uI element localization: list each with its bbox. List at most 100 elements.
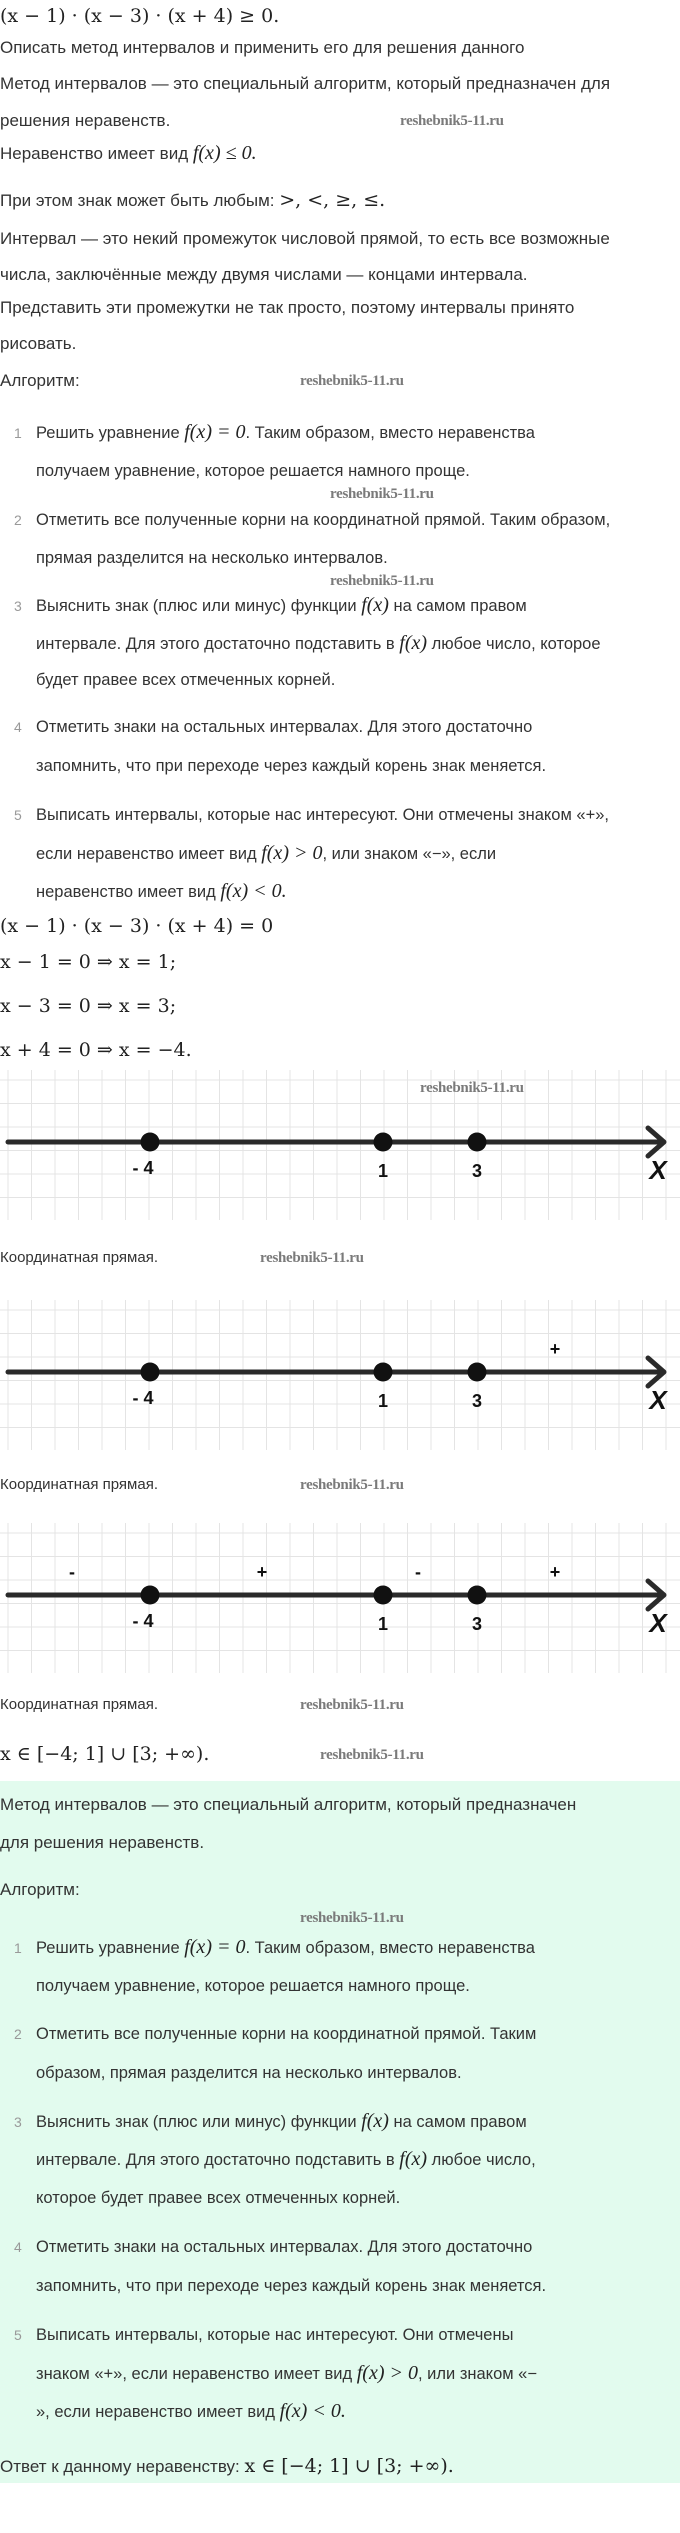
arrow-head-icon — [645, 1578, 667, 1612]
step-3-cont2: будет правее всех отмеченных корней. — [36, 671, 336, 689]
axis-label: X — [647, 1155, 668, 1185]
answer-formula: x ∈ [−4; 1] ∪ [3; +∞). — [0, 1743, 210, 1765]
step-math: f(x) < 0. — [279, 2400, 346, 2422]
root-point — [140, 1362, 160, 1382]
root-2: x − 3 = 0 ⇒ x = 3; — [0, 995, 177, 1017]
watermark: reshebnik5-11.ru — [260, 1250, 364, 1266]
definition-line-2: решения неравенств. — [0, 111, 171, 130]
step-1: 1 Решить уравнение f(x) = 0. Таким образо… — [14, 422, 535, 443]
step-5-cont2: неравенство имеет вид f(x) < 0. — [36, 881, 287, 902]
form-line: Неравенство имеет вид f(x) ≤ 0. — [0, 143, 257, 164]
step-text: Выяснить знак (плюс или минус) функции — [36, 597, 362, 615]
root-label: - 4 — [132, 1611, 153, 1631]
step-number: 4 — [14, 719, 22, 735]
step-number: 2 — [14, 2026, 22, 2042]
answer-label: Ответ к данному неравенству: — [0, 2457, 245, 2476]
step-math: f(x) < 0. — [220, 880, 287, 902]
step-text: . Таким образом, вместо неравенства — [245, 424, 535, 442]
step-math: f(x) = 0 — [184, 421, 246, 443]
root-1: x − 1 = 0 ⇒ x = 1; — [0, 951, 177, 973]
step-text: Решить уравнение — [36, 424, 185, 442]
definition-line-1: Метод интервалов — это специальный алгор… — [0, 74, 611, 93]
interval-sign: - — [415, 1562, 421, 1582]
caption-2: Координатная прямая. — [0, 1476, 158, 1493]
step-text: . Таким образом, вместо неравенства — [245, 1939, 535, 1957]
summary-def-1: Метод интервалов — это специальный алгор… — [0, 1795, 577, 1814]
step-text: », если неравенство имеет вид — [36, 2403, 280, 2421]
grid — [0, 1300, 680, 1450]
step-text: любое число, которое — [427, 635, 601, 653]
root-label: 1 — [378, 1391, 388, 1411]
sign-text: При этом знак может быть любым: — [0, 191, 280, 210]
step-text: на самом правом — [388, 2113, 527, 2131]
equation: (x − 1) · (x − 3) · (x + 4) = 0 — [0, 915, 274, 937]
answer-math: x ∈ [−4; 1] ∪ [3; +∞). — [244, 2455, 454, 2477]
watermark: reshebnik5-11.ru — [420, 1080, 524, 1096]
step-number: 1 — [14, 425, 22, 441]
form-text: Неравенство имеет вид — [0, 144, 193, 163]
step-number: 3 — [14, 2114, 22, 2130]
summary-step-1-cont: получаем уравнение, которое решается нам… — [36, 1977, 470, 1995]
root-point — [140, 1585, 160, 1605]
interval-line-1: Интервал — это некий промежуток числовой… — [0, 229, 610, 248]
root-point — [467, 1132, 487, 1152]
summary-step-3-cont: интервале. Для этого достаточно подстави… — [36, 2149, 536, 2170]
arrow-head-icon — [645, 1125, 667, 1159]
summary-box — [0, 1781, 680, 2483]
step-5-cont: если неравенство имеет вид f(x) > 0, или… — [36, 843, 496, 864]
step-text: Выписать интервалы, которые нас интересу… — [36, 2326, 514, 2344]
step-text: знаком «+», если неравенство имеет вид — [36, 2365, 357, 2383]
root-label: - 4 — [132, 1158, 153, 1178]
watermark: reshebnik5-11.ru — [330, 486, 434, 502]
watermark: reshebnik5-11.ru — [320, 1747, 424, 1763]
step-text: Выписать интервалы, которые нас интересу… — [36, 806, 609, 824]
summary-algorithm: Алгоритм: — [0, 1880, 80, 1899]
step-math: f(x) — [399, 632, 428, 654]
root-point — [373, 1362, 393, 1382]
summary-def-2: для решения неравенств. — [0, 1833, 205, 1852]
interval-sign: - — [69, 1562, 75, 1582]
step-number: 2 — [14, 512, 22, 528]
summary-step-3-cont2: которое будет правее всех отмеченных кор… — [36, 2189, 401, 2207]
watermark: reshebnik5-11.ru — [400, 113, 504, 129]
step-number: 3 — [14, 598, 22, 614]
grid — [0, 1523, 680, 1673]
summary-step-5-cont: знаком «+», если неравенство имеет вид f… — [36, 2363, 537, 2384]
step-text: , или знаком «−», если — [322, 845, 497, 863]
step-1-cont: получаем уравнение, которое решается нам… — [36, 462, 470, 480]
step-text: если неравенство имеет вид — [36, 845, 262, 863]
step-text: Отметить знаки на остальных интервалах. … — [36, 718, 533, 736]
step-text: Решить уравнение — [36, 1939, 185, 1957]
root-point — [373, 1585, 393, 1605]
root-point — [467, 1362, 487, 1382]
step-text: , или знаком «− — [418, 2365, 537, 2383]
interval-sign: + — [257, 1562, 268, 1582]
caption-1: Координатная прямая. — [0, 1249, 158, 1266]
step-text: неравенство имеет вид — [36, 883, 221, 901]
watermark: reshebnik5-11.ru — [300, 373, 404, 389]
step-math: f(x) — [361, 594, 389, 616]
summary-step-2-cont: образом, прямая разделится на несколько … — [36, 2064, 462, 2082]
root-label: 3 — [472, 1161, 482, 1181]
interval-sign: + — [550, 1339, 561, 1359]
step-math: f(x) = 0 — [184, 1936, 246, 1958]
watermark: reshebnik5-11.ru — [300, 1697, 404, 1713]
caption-3: Координатная прямая. — [0, 1696, 158, 1713]
step-text: на самом правом — [388, 597, 527, 615]
step-math: f(x) — [361, 2110, 389, 2132]
step-number: 5 — [14, 807, 22, 823]
draw-line-1: Представить эти промежутки не так просто… — [0, 298, 575, 317]
step-math: f(x) — [399, 2148, 428, 2170]
step-text: Отметить знаки на остальных интервалах. … — [36, 2238, 533, 2256]
step-math: f(x) > 0 — [356, 2362, 418, 2384]
step-3-cont: интервале. Для этого достаточно подстави… — [36, 633, 601, 654]
algorithm-heading: Алгоритм: — [0, 371, 80, 390]
axis-label: X — [647, 1385, 668, 1415]
